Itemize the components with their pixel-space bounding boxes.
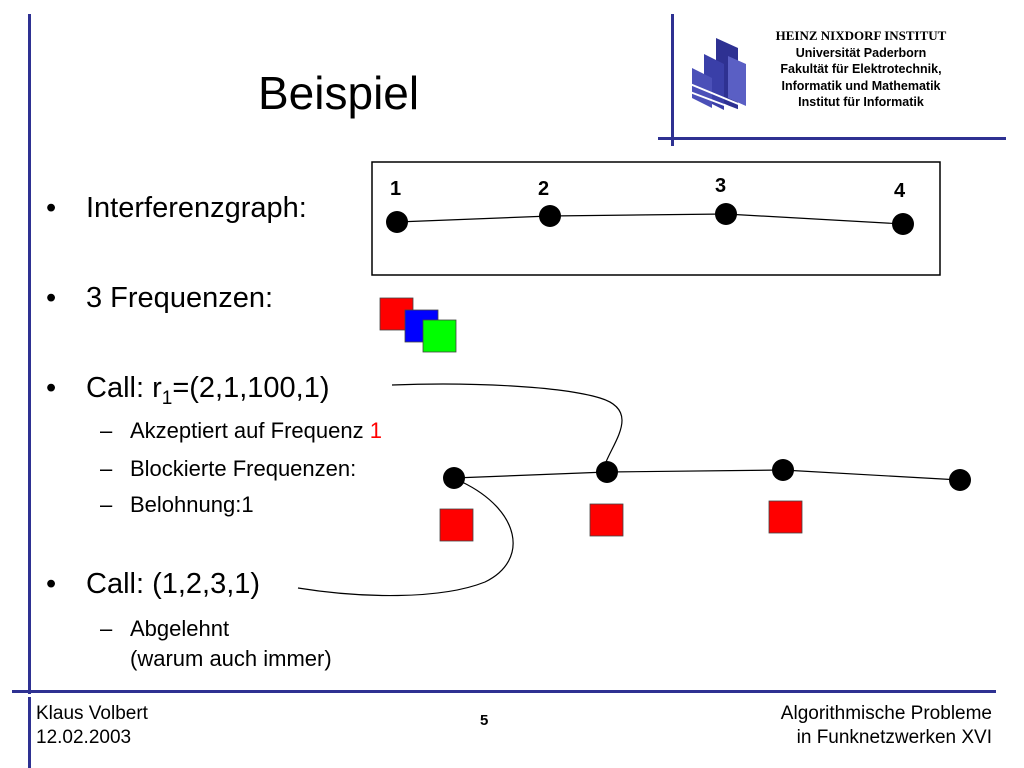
graph-node-1 xyxy=(386,211,408,233)
sub-akzeptiert: – Akzeptiert auf Frequenz 1 xyxy=(100,418,382,444)
bullet-frequenzen: • 3 Frequenzen: xyxy=(46,282,274,315)
bullet-dot: • xyxy=(46,372,57,404)
footer-date: 12.02.2003 xyxy=(36,727,132,748)
lower-node-2 xyxy=(596,461,618,483)
blocked-square-1 xyxy=(439,508,474,542)
interference-graph-box xyxy=(371,161,941,276)
abgelehnt-text: Abgelehnt xyxy=(130,616,230,641)
lower-node-3 xyxy=(772,459,794,481)
sub-dash: – xyxy=(100,456,113,481)
graph-node-label-4: 4 xyxy=(894,180,906,202)
graph-node-label-3: 3 xyxy=(715,175,726,197)
institute-name: HEINZ NIXDORF INSTITUT Universität Pader… xyxy=(748,28,974,111)
lower-node-4 xyxy=(949,469,971,491)
call2-connector-curve xyxy=(297,481,514,597)
left-frame-line xyxy=(28,14,31,694)
blocked-square-2 xyxy=(589,503,624,537)
frequency-square-green xyxy=(422,319,457,353)
page-number: 5 xyxy=(480,712,489,729)
sub-dash: – xyxy=(100,418,113,443)
bullet-call1: • Call: r1=(2,1,100,1) xyxy=(46,372,330,410)
bullet-dot: • xyxy=(46,282,57,314)
footer-course-line1: Algorithmische Probleme xyxy=(780,703,992,724)
graph-node-3 xyxy=(715,203,737,225)
call1-suffix: =(2,1,100,1) xyxy=(172,372,330,404)
bullet-call2: • Call: (1,2,3,1) xyxy=(46,568,261,601)
lower-node-1 xyxy=(443,467,465,489)
bullet-frequenzen-text: 3 Frequenzen: xyxy=(86,282,274,314)
akzeptiert-value: 1 xyxy=(369,418,382,443)
graph-edge-3-4 xyxy=(725,213,904,225)
institute-line-3: Informatik und Mathematik xyxy=(781,78,941,93)
sub-dash: – xyxy=(100,616,113,641)
left-frame-line-bottom xyxy=(28,697,31,768)
header-divider-line xyxy=(671,14,674,146)
sub-dash: – xyxy=(100,492,113,517)
sub-blockierte: – Blockierte Frequenzen: xyxy=(100,456,357,482)
lower-edge-1-2 xyxy=(453,471,608,479)
footer-frame-line xyxy=(12,690,996,693)
call1-subscript: 1 xyxy=(161,387,173,409)
sub-abgelehnt: – Abgelehnt (warum auch immer) xyxy=(100,614,332,674)
bullet-dot: • xyxy=(46,568,57,600)
bullet-interferenzgraph-text: Interferenzgraph: xyxy=(86,192,307,224)
blockierte-text: Blockierte Frequenzen: xyxy=(130,456,357,481)
graph-node-2 xyxy=(539,205,561,227)
institute-line-2: Fakultät für Elektrotechnik, xyxy=(780,62,942,76)
graph-node-label-1: 1 xyxy=(390,178,401,200)
call2-text: Call: (1,2,3,1) xyxy=(86,568,261,600)
graph-edge-1-2 xyxy=(396,215,551,223)
warum-text: (warum auch immer) xyxy=(130,646,332,671)
sub-belohnung: – Belohnung:1 xyxy=(100,492,254,518)
blocked-square-3 xyxy=(768,500,803,534)
institute-line-0: HEINZ NIXDORF INSTITUT xyxy=(775,28,947,43)
lower-edge-3-4 xyxy=(782,469,961,481)
bullet-interferenzgraph: • Interferenzgraph: xyxy=(46,192,307,225)
call1-connector-curve xyxy=(391,383,623,463)
graph-node-4 xyxy=(892,213,914,235)
footer-author: Klaus Volbert xyxy=(36,703,148,724)
graph-node-label-2: 2 xyxy=(538,178,549,200)
institute-line-4: Institut für Informatik xyxy=(798,95,924,109)
belohnung-text: Belohnung:1 xyxy=(130,492,254,517)
logo-mark-icon xyxy=(689,38,749,115)
lower-edge-2-3 xyxy=(606,469,784,473)
call1-prefix: Call: r xyxy=(86,372,162,404)
footer-author-block: Klaus Volbert 12.02.2003 xyxy=(36,702,148,750)
akzeptiert-text: Akzeptiert auf Frequenz xyxy=(130,418,370,443)
bullet-dot: • xyxy=(46,192,57,224)
page-title: Beispiel xyxy=(258,67,420,119)
footer-course-block: Algorithmische Probleme in Funknetzwerke… xyxy=(781,702,992,750)
footer-course-line2: in Funknetzwerken XVI xyxy=(796,727,992,748)
header-frame-line xyxy=(658,137,1006,140)
institute-line-1: Universität Paderborn xyxy=(795,45,927,60)
graph-edge-2-3 xyxy=(549,213,727,217)
